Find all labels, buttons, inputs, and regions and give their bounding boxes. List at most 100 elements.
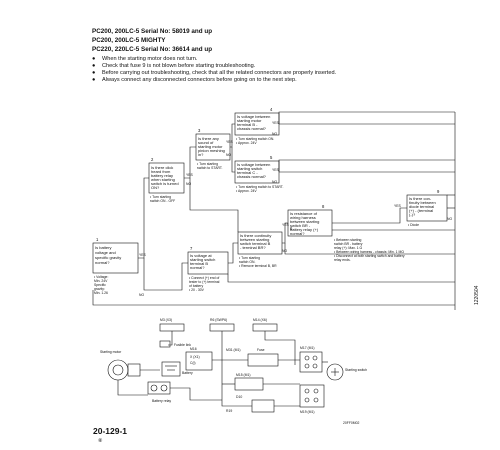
q2-note: • Turn starting	[150, 195, 171, 199]
q8-line: normal?	[290, 231, 305, 236]
connector-label: D10	[236, 395, 242, 399]
q7-note: of battery	[189, 284, 203, 288]
q7-note: • 20 - 30V	[189, 288, 205, 292]
q2-line: Is there click	[151, 165, 173, 170]
q6-line: - terminal BR?	[240, 245, 266, 250]
q3-note: switch to START.	[197, 166, 223, 170]
q8-line: Is resistance of	[290, 211, 318, 216]
q7-line: Is voltage at	[190, 253, 212, 258]
q1-note: • Voltage:	[94, 275, 108, 279]
q3-line: Is there any	[198, 136, 219, 141]
drawing-number: 20FF0M02	[343, 421, 360, 425]
connector-label: M14 (X6)	[253, 318, 267, 322]
q4-line: terminal B -	[237, 122, 258, 127]
yes-label: YES	[272, 168, 280, 172]
bullet-item: ●Always connect any disconnected connect…	[92, 77, 297, 83]
step-number: 6	[290, 226, 293, 231]
no-label: NO	[447, 217, 452, 221]
connector-label: M15 (M1)	[236, 373, 251, 377]
q4-line: starting motor	[237, 118, 262, 123]
connector-m14	[252, 323, 278, 332]
q4-note: • Turn starting switch ON.	[236, 137, 274, 141]
q8-note: • Between wiring harness - chassis: Min.…	[334, 250, 404, 254]
q7-line: terminal B	[190, 261, 208, 266]
bullet-item: ●Check that fuse 9 is not blown before s…	[92, 63, 256, 69]
q9-note: • Diode	[408, 223, 419, 227]
step-number: 9	[437, 189, 440, 194]
step-numbers: 1 2 3 4 5 6 7 8 9	[96, 107, 440, 251]
answer-labels: YES NO YES NO YES NO YES NO YES NO YES N…	[139, 121, 452, 297]
q7-line: normal?	[190, 265, 205, 270]
q8-note: • Disconnect at both starting switch and…	[334, 254, 405, 258]
connector-label: R19	[226, 409, 232, 413]
q2-line: switch is turned	[151, 181, 179, 186]
page-number: 20-129-1	[93, 426, 128, 436]
q9-line: diode terminal	[409, 204, 434, 209]
no-label: NO	[186, 182, 191, 186]
q8-line: between starting	[290, 219, 319, 224]
q7-note: tester to (+) terminal	[189, 280, 220, 284]
q1-line: voltage and	[95, 250, 116, 255]
step-number: 5	[270, 155, 273, 160]
yes-label: YES	[394, 204, 402, 208]
connector-label: M31 (M1)	[226, 348, 241, 352]
connector-label: C(l)	[190, 361, 195, 365]
q7-note: • Connect (+) end of	[189, 276, 219, 280]
yes-label: YES	[272, 121, 280, 125]
connector-m3	[159, 323, 185, 332]
circuit-labels: M3 (X3) R6 (SWP6) M14 (X6) Fusible link …	[100, 318, 367, 425]
no-label: NO	[226, 153, 231, 157]
q6-note: switch ON.	[239, 260, 255, 264]
starting-switch-label: Starting switch	[345, 368, 367, 372]
step-number: 7	[190, 246, 193, 251]
side-code: 1220504	[474, 285, 480, 305]
q1-note: Specific	[94, 283, 106, 287]
connector-label: M19 (M1)	[300, 410, 315, 414]
step-number: 1	[96, 237, 99, 242]
q1-line: normal?	[95, 260, 110, 265]
question-texts: Is battery voltage and specific gravity …	[95, 114, 436, 270]
battery-relay-label: Battery relay	[152, 399, 171, 403]
q8-line: battery relay (+)	[290, 227, 319, 232]
q3-note: • Turn starting	[197, 162, 218, 166]
fuse-label: Fuse	[257, 348, 265, 352]
header-line-2: PC200, 200LC-5 MIGHTY	[92, 37, 166, 44]
step-number: 8	[322, 204, 325, 209]
q3-line: pinion meshing	[198, 148, 225, 153]
connector-label: R6 (SWP6)	[210, 318, 227, 322]
q1-note: Min. 1.26	[94, 291, 108, 295]
page-sub: ⑧	[98, 438, 103, 444]
q4-line: Is voltage between	[237, 114, 270, 119]
q6-line: Is there continuity	[240, 233, 271, 238]
q6-line: between starting	[240, 237, 269, 242]
q4-line: chassis normal?	[237, 126, 267, 131]
q2-line: battery relay	[151, 173, 173, 178]
q5-note: • Turn starting switch to START.	[236, 185, 283, 189]
q5-line: chassis normal?	[237, 174, 267, 179]
connector-label: M16	[190, 347, 197, 351]
bullet-item: ●Before carrying out troubleshooting, ch…	[92, 70, 337, 76]
header-line-1: PC200, 200LC-5 Serial No: 58019 and up	[92, 28, 213, 35]
yes-label: YES	[186, 173, 194, 177]
battery-label: Battery	[182, 371, 193, 375]
q5-line: terminal C -	[237, 170, 258, 175]
question-notes: • Voltage: Min. 24V Specific gravity: Mi…	[94, 137, 419, 295]
q8-line: switch BR -	[290, 223, 311, 228]
q9-line: Is there con-	[409, 196, 432, 201]
yes-label: YES	[226, 140, 234, 144]
q8-note: • Between starting	[334, 238, 361, 242]
yes-label: YES	[282, 223, 290, 227]
q8-note: switch BR - battery	[334, 242, 363, 246]
no-label: NO	[272, 180, 277, 184]
starting-motor-label: Starting motor	[100, 350, 122, 354]
q1-note: Min. 24V	[94, 279, 108, 283]
q4-note: • Approx. 24V	[236, 141, 257, 145]
q7-line: starting switch	[190, 257, 215, 262]
q9-line: tinuity between	[409, 200, 436, 205]
q8-note: relay (+): Max. 1 Ω	[334, 246, 363, 250]
q6-note: • Turn starting	[239, 256, 260, 260]
q9-line: (-)?	[409, 212, 416, 217]
q6-note: • Remove terminal B, BR	[239, 264, 277, 268]
q8-line: wiring harness	[290, 215, 316, 220]
